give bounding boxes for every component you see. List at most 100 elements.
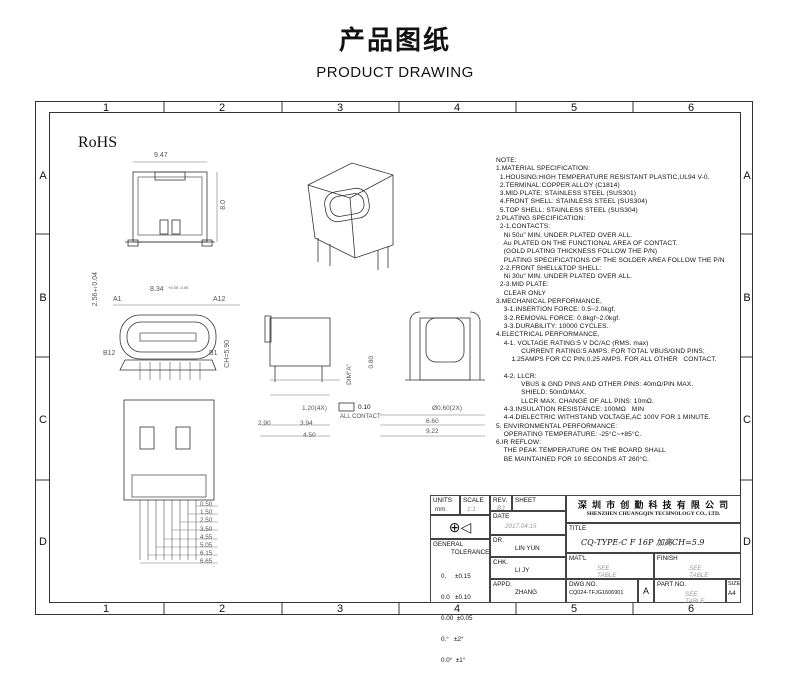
note-line: NOTE: — [496, 157, 517, 164]
dim-394: 3.94 — [300, 420, 313, 427]
col-5-top: 5 — [570, 102, 578, 114]
note-line: 4-3.INSULATION RESISTANCE: 100MΩ MIN — [496, 405, 645, 413]
tolerance-item: 0.0 ±0.10 — [441, 594, 471, 601]
company-name-cn: 深 圳 市 创 勤 科 技 有 限 公 司 — [577, 501, 730, 511]
dim-ch: CH=5.90 — [224, 340, 231, 368]
dim-290: 2.90 — [258, 420, 271, 427]
note-line: 2-1.CONTACTS: — [496, 223, 551, 231]
label-a1: A1 — [113, 296, 122, 303]
note-line: 1.25AMPS FOR CC PIN,0.25 AMPS. FOR ALL O… — [496, 356, 717, 364]
note-line: 2-2.FRONT SHELL&TOP SHELL: — [496, 264, 602, 272]
dim-pin-span: 8.34 — [150, 286, 164, 293]
note-line: LLCR MAX. CHANGE OF ALL PINS: 10mΩ. — [496, 397, 654, 405]
rev-value: B3 — [497, 505, 505, 512]
dim-pin-span-tol: +0.05 -0.05 — [168, 285, 189, 290]
pitch-dim: 2.50 — [200, 517, 213, 525]
col-3-top: 3 — [336, 102, 344, 114]
note-line: 2-3.MID PLATE: — [496, 281, 549, 289]
note-line: Ni 30u" MIN. UNDER PLATED OVER ALL. — [496, 273, 633, 281]
col-2-top: 2 — [218, 102, 226, 114]
note-line: 5.TOP SHELL: STAINLESS STEEL (SUS304) — [496, 206, 638, 214]
pitch-dimensions: 0.50 1.50 2.50 3.50 4.55 5.05 6.15 6.65 — [200, 501, 212, 567]
dr-value: LIN YUN — [515, 545, 540, 552]
row-a-right: A — [743, 170, 751, 182]
flatness-note: ALL CONTACT — [340, 414, 381, 420]
col-6-top: 6 — [687, 102, 695, 114]
note-line: 3.MECHANICAL PERFORMANCE, — [496, 298, 602, 306]
row-a-left: A — [39, 170, 47, 182]
chk-label: CHK. — [493, 559, 509, 566]
pitch-dim: 0.50 — [200, 501, 213, 508]
dim-060: Ø0.60(2X) — [432, 405, 462, 412]
top-view — [125, 161, 218, 247]
size-label: SIZE — [728, 581, 741, 587]
part-title: CQ-TYPE-C F 16P 加高CH=5.9 — [581, 538, 705, 547]
pitch-dim: 6.65 — [200, 558, 213, 566]
dim-922: 9.22 — [426, 428, 439, 435]
scale-value: 1:1 — [467, 506, 476, 513]
col-6-bottom: 6 — [687, 603, 695, 615]
rev-label: REV. — [493, 497, 508, 504]
grid-ticks — [35, 101, 753, 615]
dwg-rev: A — [642, 586, 649, 596]
label-b1: B1 — [209, 350, 218, 357]
note-line: 4-2. LLCR: — [496, 372, 537, 380]
note-line: 4-1. VOLTAGE RATING:5 V DC/AC (RMS. max) — [496, 339, 649, 347]
finish-value: SEE TABLE — [689, 565, 709, 579]
part-label: PART NO. — [657, 581, 687, 588]
note-line: 4.FRONT SHELL: STAINLESS STEEL (SUS304) — [496, 198, 648, 206]
col-2-bottom: 2 — [218, 603, 226, 615]
note-line: BE MAINTAINED FOR 10 SECONDS AT 260°C. — [496, 455, 650, 463]
note-line: CURRENT RATING:5 AMPS. FOR TOTAL VBUS/GN… — [496, 347, 705, 355]
note-line: 1.MATERIAL SPECIFICATION: — [496, 165, 590, 173]
col-4-top: 4 — [453, 102, 461, 114]
rear-view — [380, 311, 485, 437]
sheet-label: SHEET — [515, 497, 536, 504]
col-4-bottom: 4 — [453, 603, 461, 615]
note-line: 6.IR REFLOW: — [496, 439, 542, 447]
note-line: 3-2.REMOVAL FORCE: 0.8kgf~2.0kgf. — [496, 314, 621, 322]
dim-450: 4.50 — [303, 432, 316, 439]
pitch-dim: 3.50 — [200, 525, 213, 533]
flatness-value: 0.10 — [358, 404, 371, 411]
finish-label: FINISH — [657, 555, 678, 562]
row-b-left: B — [39, 292, 47, 304]
note-line: SHIELD: 50mΩ/MAX. — [496, 389, 587, 397]
rohs-label: RoHS — [78, 134, 118, 151]
dim-top-width: 9.47 — [154, 152, 168, 159]
pitch-dim: 6.15 — [200, 550, 213, 558]
dim-side-height: 2.56±0.04 — [92, 272, 99, 307]
drawing-title-cn: 产品图纸 — [338, 26, 451, 56]
note-line: CLEAR ONLY — [496, 289, 547, 297]
chk-value: LI JY — [515, 567, 530, 574]
tolerance-item: 0.° ±2° — [441, 636, 464, 643]
dwg-label: DWG.NO. — [569, 581, 598, 588]
units-label: UNITS — [433, 497, 452, 504]
tolerance-label: TOLERANCE — [451, 549, 490, 556]
note-line: 5. ENVIRONMENTAL PERFORMANCE: — [496, 422, 618, 430]
part-value: SEE TABLE — [685, 591, 705, 605]
note-line: 4.ELECTRICAL PERFORMANCE, — [496, 331, 600, 339]
note-line: 2.TERMINAL:COPPER ALLOY (C1814) — [496, 181, 620, 189]
appd-value: ZHANG — [515, 589, 538, 596]
dim-080: 0.80 — [368, 356, 375, 369]
note-line — [496, 364, 748, 372]
footprint-view — [123, 399, 218, 564]
note-line: 1.HOUSING:HIGH TEMPERATURE RESISTANT PLA… — [496, 173, 710, 181]
units-value: mm — [435, 506, 446, 513]
label-a12: A12 — [213, 296, 226, 303]
dim-top-height: 8.0 — [220, 200, 227, 210]
dwg-value: CQ024-TFJG1606901 — [569, 590, 624, 596]
technical-drawing — [113, 161, 485, 564]
note-line: Au PLATED ON THE FUNCTIONAL AREA OF CONT… — [496, 239, 678, 247]
title-label: TITLE — [569, 525, 587, 532]
note-line: PLATING SPECIFICATIONS OF THE SOLDER ARE… — [496, 256, 725, 264]
dim-660: 6.60 — [426, 418, 439, 425]
appd-label: APPD. — [493, 581, 512, 588]
date-label: DATE — [493, 513, 510, 520]
col-3-bottom: 3 — [336, 603, 344, 615]
row-d-left: D — [39, 536, 47, 548]
note-line: Ni 50u" MIN. UNDER PLATED OVER ALL. — [496, 231, 633, 239]
note-line: 3.MID PLATE: STAINLESS STEEL (SUS301) — [496, 190, 637, 198]
